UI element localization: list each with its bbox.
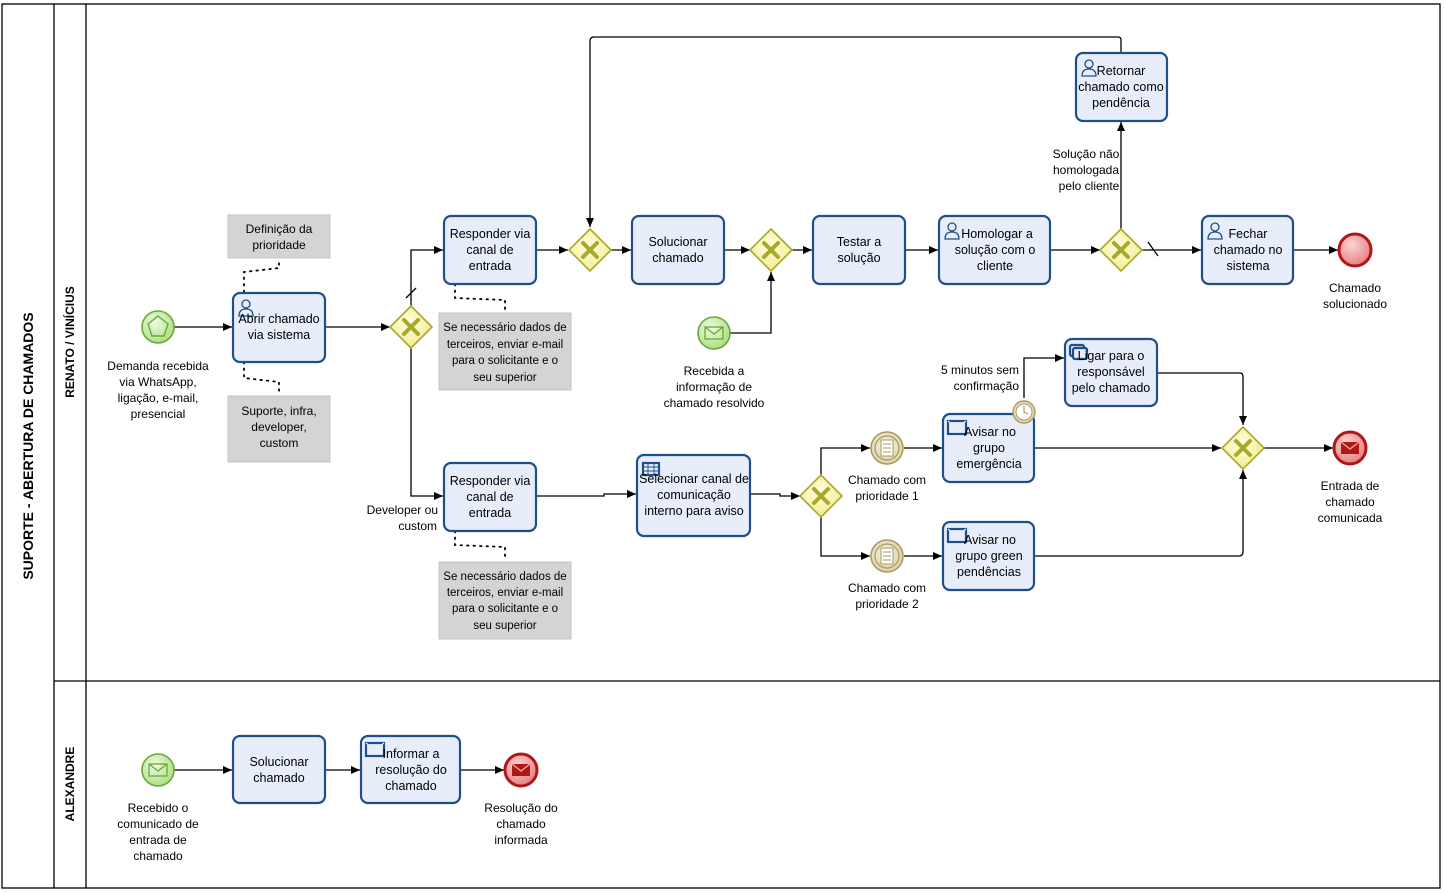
annotation-suporte: Suporte, infra,developer,custom — [227, 395, 331, 463]
gateway-merge-solucao[interactable] — [567, 227, 613, 273]
envelope-icon — [511, 763, 531, 776]
end-event-resolucao-informada[interactable] — [503, 752, 539, 788]
lane-renato-vinicius: RENATO / VINÍCIUS — [62, 286, 77, 398]
table-icon — [641, 461, 661, 477]
user-icon — [1081, 59, 1097, 77]
document-icon — [880, 439, 894, 457]
start-event-recebido-comunicado[interactable] — [141, 753, 175, 787]
lane-alexandre: ALEXANDRE — [63, 747, 77, 822]
gateway-prioridade[interactable] — [798, 473, 844, 519]
document-icon — [880, 547, 894, 565]
x-icon — [762, 241, 780, 259]
gateway-homologacao[interactable] — [1098, 227, 1144, 273]
envelope-icon — [1340, 441, 1360, 454]
user-icon — [238, 299, 254, 317]
gateway-tipo-demanda[interactable] — [388, 304, 434, 350]
x-icon — [581, 241, 599, 259]
x-icon — [1234, 439, 1252, 457]
envelope-icon — [946, 419, 968, 436]
envelope-icon — [704, 326, 724, 340]
envelope-icon — [364, 741, 386, 758]
clock-icon — [1023, 406, 1029, 415]
x-icon — [812, 487, 830, 505]
pentagon-icon — [147, 315, 169, 337]
gateway-informacao-resolvido[interactable] — [748, 227, 794, 273]
gateway-merge-aviso[interactable] — [1220, 425, 1266, 471]
pool-title: SUPORTE - ABERTURA DE CHAMADOS — [20, 312, 36, 579]
start-event-demanda[interactable] — [141, 310, 175, 344]
start-event-recebida-info[interactable] — [697, 316, 731, 350]
intermediate-event-prioridade-1[interactable] — [870, 431, 904, 465]
end-event-chamado-solucionado[interactable] — [1337, 232, 1373, 268]
timer-boundary-event[interactable] — [1012, 400, 1036, 424]
x-icon — [1112, 241, 1130, 259]
intermediate-event-prioridade-2[interactable] — [870, 539, 904, 573]
x-icon — [402, 318, 420, 336]
user-icon — [944, 222, 960, 240]
envelope-icon — [148, 763, 168, 777]
end-event-entrada-comunicada[interactable] — [1332, 430, 1368, 466]
phone-icon — [1068, 343, 1089, 361]
envelope-icon — [946, 527, 968, 544]
svg-text:Suporte, infra,developer,custo: Suporte, infra,developer,custom — [241, 404, 316, 450]
user-icon — [1207, 222, 1223, 240]
